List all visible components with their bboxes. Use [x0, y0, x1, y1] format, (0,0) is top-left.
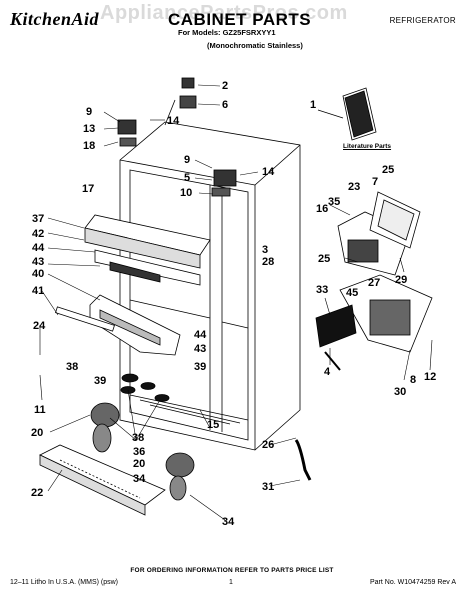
callout-label: 16 [316, 203, 328, 215]
callout-label: 9 [86, 106, 92, 118]
callout-label: 34 [222, 516, 235, 528]
callout-label: 44 [194, 329, 207, 341]
callout-label: 2 [222, 80, 228, 92]
literature-parts-label: Literature Parts [343, 143, 392, 150]
callout-label: 41 [32, 285, 44, 297]
callout-label: 30 [394, 386, 406, 398]
top-hinge-right [211, 169, 237, 197]
callout-label: 11 [34, 404, 46, 416]
callout-label: 17 [82, 183, 94, 195]
brand-logo: KitchenAid [10, 9, 100, 29]
callout-label: 8 [410, 374, 416, 386]
models-line: For Models: GZ25FSRXYY1 [178, 28, 276, 37]
callout-label: 5 [184, 172, 190, 184]
callout-label: 31 [262, 481, 274, 493]
callout-label: 33 [316, 284, 328, 296]
callout-label: 25 [318, 253, 330, 265]
callout-label: 20 [133, 458, 145, 470]
leader-line [317, 109, 344, 119]
callout-label: 27 [368, 277, 380, 289]
callout-label: 25 [382, 164, 394, 176]
callout-label: 43 [32, 256, 44, 268]
top-hinge-center [179, 77, 197, 109]
water-line [294, 439, 312, 481]
callout-label: 24 [33, 320, 46, 332]
callout-label: 36 [133, 446, 145, 458]
page-title: CABINET PARTS [168, 10, 312, 29]
callout-label: 39 [94, 375, 106, 387]
page-number: 1 [229, 579, 233, 586]
variant-line: (Monochromatic Stainless) [207, 41, 303, 50]
callout-label: 39 [194, 361, 206, 373]
callout-label: 37 [32, 213, 44, 225]
callout-label: 45 [346, 287, 358, 299]
callout-label: 6 [222, 99, 228, 111]
control-housing [84, 214, 211, 286]
callout-label: 3 [262, 244, 268, 256]
crisper-bracket [55, 294, 181, 356]
callout-label: 13 [83, 123, 95, 135]
category-label: REFRIGERATOR [389, 16, 456, 25]
callout-labels: 1 2 3 4 5 6 7 8 9 9 10 11 12 13 14 14 15… [31, 80, 436, 528]
callout-label: 7 [372, 176, 378, 188]
callout-label: 26 [262, 439, 274, 451]
callout-label: 9 [184, 154, 190, 166]
callout-label: 15 [207, 419, 219, 431]
callout-label: 12 [424, 371, 436, 383]
callout-label: 1 [310, 99, 316, 111]
callout-label: 34 [133, 473, 146, 485]
callout-label: 14 [167, 115, 180, 127]
callout-label: 18 [83, 140, 95, 152]
callout-label: 44 [32, 242, 45, 254]
toe-grille [39, 444, 166, 516]
callout-label: 4 [324, 366, 331, 378]
callout-label: 29 [395, 274, 407, 286]
machine-compartment [315, 274, 433, 371]
callout-label: 43 [194, 343, 206, 355]
callout-label: 42 [32, 228, 44, 240]
callout-label: 22 [31, 487, 43, 499]
callout-leaders [39, 84, 433, 521]
callout-label: 28 [262, 256, 274, 268]
callout-label: 38 [66, 361, 78, 373]
callout-label: 23 [348, 181, 360, 193]
roller-assembly-right [165, 452, 195, 501]
roller-assembly-left [90, 402, 120, 453]
callout-label: 35 [328, 196, 340, 208]
callout-label: 10 [180, 187, 192, 199]
literature-booklet [342, 87, 377, 141]
litho-line: 12–11 Litho In U.S.A. (MMS) (psw) [10, 579, 119, 586]
callout-label: 40 [32, 268, 44, 280]
callout-label: 14 [262, 166, 275, 178]
part-number: Part No. W10474259 Rev A [370, 579, 456, 586]
ordering-note: FOR ORDERING INFORMATION REFER TO PARTS … [130, 567, 334, 574]
top-hinge-left [117, 119, 137, 147]
callout-label: 20 [31, 427, 43, 439]
evap-cover [369, 191, 421, 249]
callout-label: 38 [132, 432, 144, 444]
